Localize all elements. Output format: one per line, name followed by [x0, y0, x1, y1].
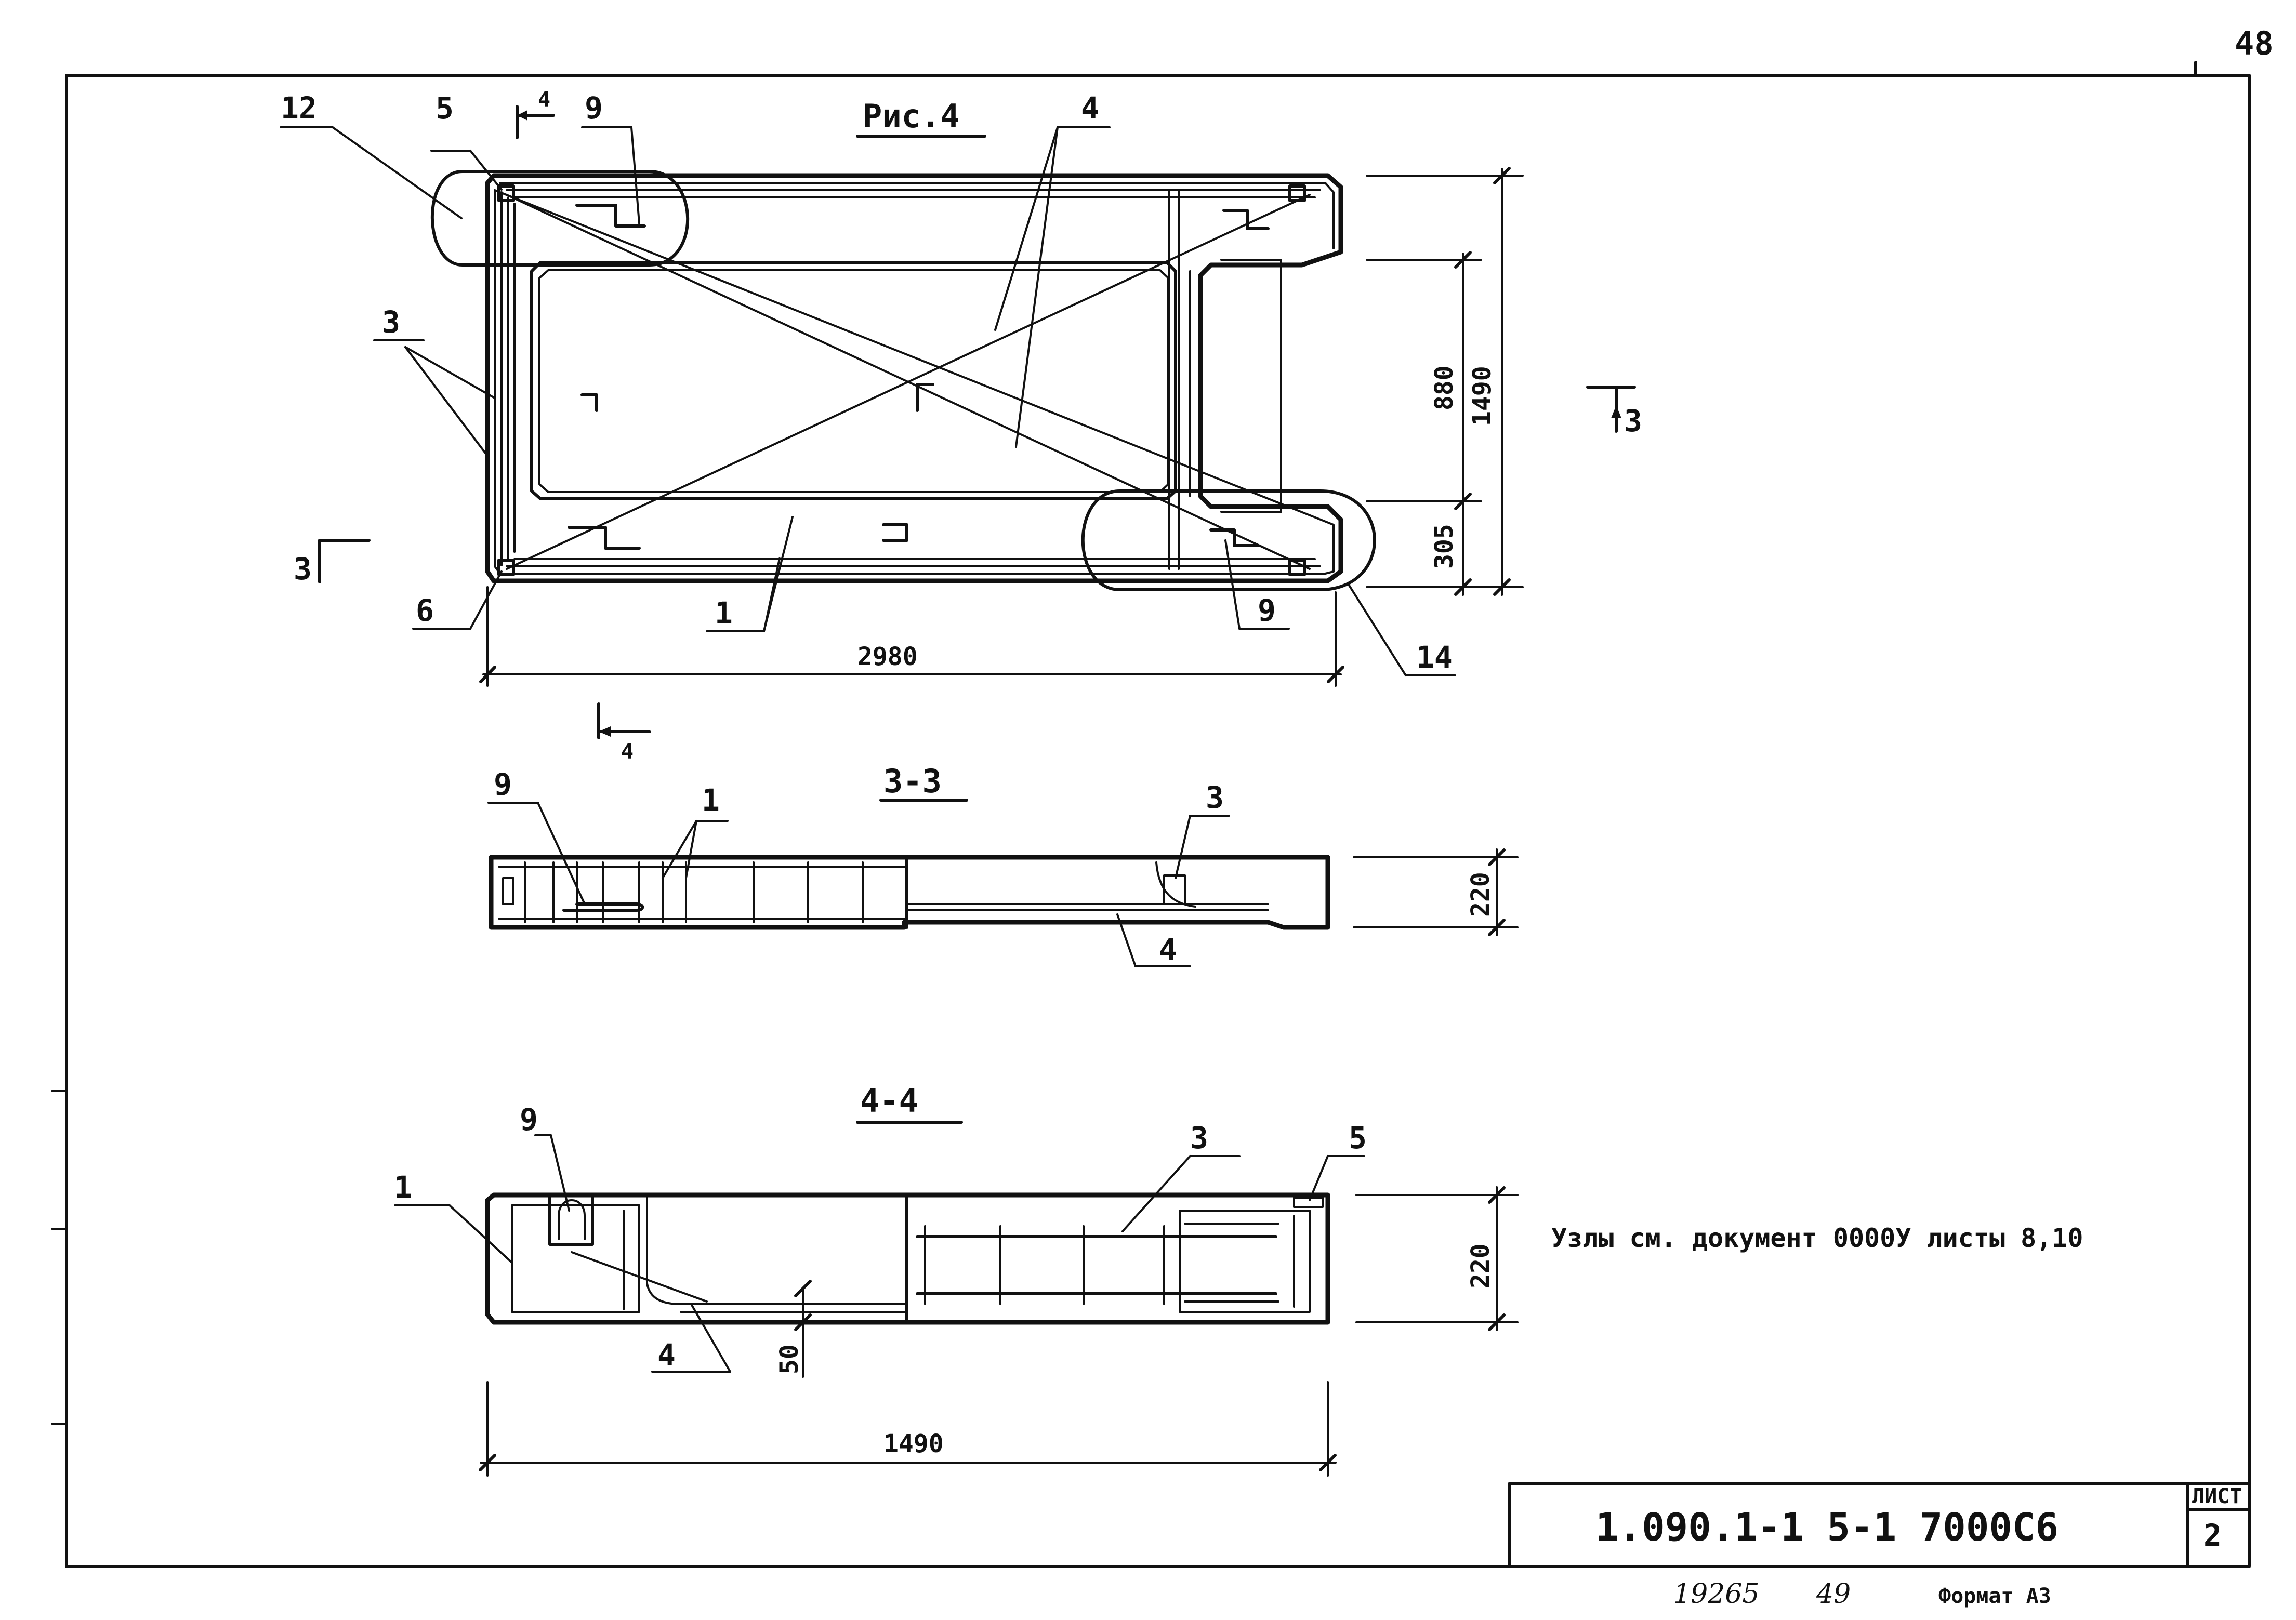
callout-4: 4 — [1159, 932, 1177, 967]
svg-text:4: 4 — [538, 88, 550, 112]
sheet-frame — [51, 61, 2251, 1568]
callout-1: 1 — [394, 1170, 412, 1205]
svg-text:3: 3 — [1624, 403, 1642, 439]
callout-3: 3 — [1206, 780, 1224, 815]
plan-view: Рис.4 — [280, 88, 1642, 764]
title-block: 1.090.1-1 5-1 7000С6 ЛИСТ 2 — [1508, 1482, 2251, 1568]
svg-text:220: 220 — [1466, 1243, 1495, 1289]
callout-1: 1 — [702, 782, 720, 818]
section-mark-4-top: 4 — [516, 88, 555, 139]
callout-1: 1 — [715, 595, 733, 631]
callout-4: 4 — [657, 1337, 676, 1373]
callout-5: 5 — [1349, 1120, 1367, 1156]
document-code: 1.090.1-1 5-1 7000С6 — [1595, 1505, 2059, 1550]
section-mark-3-left: 3 — [294, 539, 371, 587]
dimension-section-3-3-height: 220 — [1353, 848, 1519, 936]
callout-6: 6 — [416, 593, 434, 628]
callout-12: 12 — [281, 90, 317, 126]
svg-text:50: 50 — [775, 1344, 804, 1374]
figure-title: Рис.4 — [863, 97, 960, 135]
format-label: Формат А3 — [1938, 1584, 2051, 1608]
sheet-label: ЛИСТ — [2192, 1484, 2242, 1508]
page-number: 48 — [2235, 24, 2274, 62]
svg-text:4: 4 — [621, 740, 634, 764]
svg-text:2980: 2980 — [857, 642, 918, 671]
callout-4-top: 4 — [1081, 90, 1099, 126]
svg-text:880: 880 — [1430, 365, 1459, 410]
svg-text:3: 3 — [294, 551, 312, 587]
callout-9-bottom: 9 — [1258, 593, 1276, 628]
callout-9-top: 9 — [585, 90, 603, 126]
callout-3: 3 — [382, 304, 400, 340]
section-4-4: 4-4 1 9 3 5 — [394, 1082, 1519, 1477]
dimension-section-4-4-width: 1490 — [479, 1381, 1337, 1477]
section-3-3: 3-3 9 1 3 4 — [487, 762, 1519, 967]
section-mark-3-right: 3 — [1586, 386, 1642, 439]
svg-text:220: 220 — [1466, 872, 1495, 917]
svg-text:1490: 1490 — [883, 1429, 944, 1458]
callout-3: 3 — [1190, 1120, 1208, 1156]
nodes-note: Узлы см. документ 0000У листы 8,10 — [1551, 1223, 2083, 1253]
callout-5: 5 — [436, 90, 454, 126]
callout-9: 9 — [494, 767, 512, 802]
footer: 19265 49 Формат А3 — [1673, 1578, 2051, 1610]
inventory-number: 19265 — [1673, 1578, 1759, 1610]
callout-14: 14 — [1416, 640, 1453, 675]
svg-text:305: 305 — [1430, 524, 1459, 569]
section-4-4-title: 4-4 — [860, 1082, 918, 1120]
sheet-number: 2 — [2203, 1518, 2222, 1553]
section-3-3-title: 3-3 — [883, 762, 942, 800]
sheet-copy-number: 49 — [1816, 1578, 1851, 1610]
section-mark-4-bottom: 4 — [597, 702, 651, 764]
dimension-section-4-4-small: 50 — [775, 1280, 812, 1378]
svg-text:1490: 1490 — [1468, 366, 1497, 426]
dimension-plan-width: 2980 — [479, 586, 1344, 687]
dimension-plan-height: 1490 880 305 — [1366, 167, 1524, 596]
callout-9: 9 — [520, 1102, 538, 1137]
dimension-section-4-4-height: 220 — [1355, 1186, 1519, 1331]
